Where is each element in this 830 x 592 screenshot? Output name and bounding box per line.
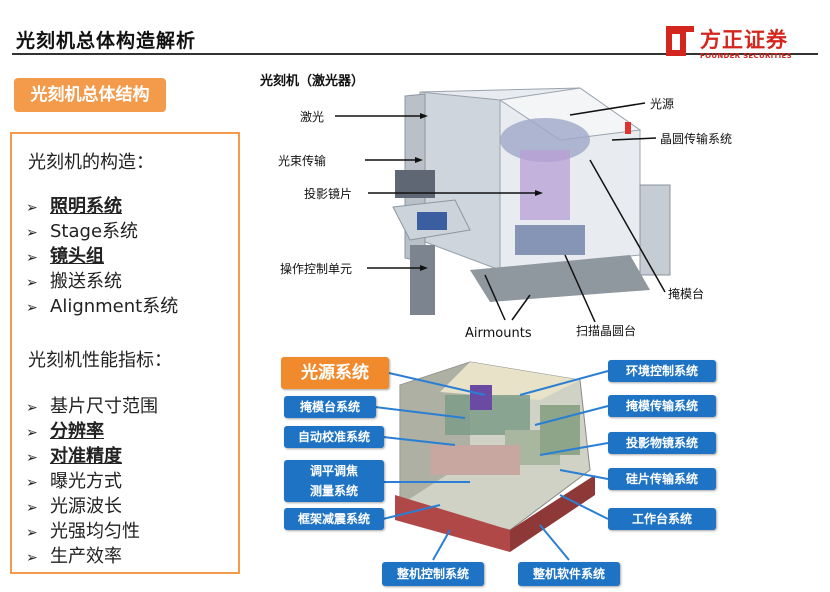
callout-wafer-transfer: 晶圆传输系统 <box>660 132 733 146</box>
label-machine-control-system: 整机控制系统 <box>382 562 484 586</box>
list-item: ➢光源波长 <box>26 494 158 519</box>
callout-projection-lens: 投影镜片 <box>304 187 353 201</box>
arrow-bullet-icon: ➢ <box>26 275 38 291</box>
label-wafer-transfer-system: 硅片传输系统 <box>608 468 716 490</box>
page-title: 光刻机总体构造解析 <box>16 30 197 52</box>
list-item: ➢对准精度 <box>26 444 158 469</box>
label-auto-alignment-system: 自动校准系统 <box>284 426 384 448</box>
label-reticle-stage-system: 掩模台系统 <box>284 396 376 418</box>
lithography-machine-illustration <box>392 87 671 315</box>
list-item: ➢光强均匀性 <box>26 519 158 544</box>
callout-reticle-stage: 掩模台 <box>668 287 705 301</box>
arrow-bullet-icon: ➢ <box>26 300 38 316</box>
arrow-bullet-icon: ➢ <box>26 550 38 566</box>
arrow-bullet-icon: ➢ <box>26 475 38 491</box>
structure-heading: 光刻机的构造： <box>28 152 154 173</box>
header-divider <box>12 53 818 55</box>
list-item: ➢生产效率 <box>26 544 158 569</box>
callout-laser: 激光 <box>300 110 325 124</box>
arrow-bullet-icon: ➢ <box>26 250 38 266</box>
label-leveling-focus-system: 调平调焦 测量系统 <box>284 460 384 502</box>
list-item: ➢分辨率 <box>26 419 158 444</box>
label-frame-damping-system: 框架减震系统 <box>284 508 384 530</box>
list-item: ➢搬送系统 <box>26 269 178 294</box>
list-item: ➢基片尺寸范围 <box>26 394 158 419</box>
list-item: ➢镜头组 <box>26 244 178 269</box>
label-reticle-transfer-system: 掩模传输系统 <box>608 395 716 417</box>
logo-english-text: FOUNDER SECURITIES <box>700 52 792 60</box>
list-item: ➢曝光方式 <box>26 469 158 494</box>
list-item: ➢Stage系统 <box>26 219 178 244</box>
arrow-bullet-icon: ➢ <box>26 200 38 216</box>
callout-wafer-stage: 扫描晶圆台 <box>576 324 637 338</box>
founder-logo-icon <box>666 26 694 56</box>
arrow-bullet-icon: ➢ <box>26 225 38 241</box>
logo-chinese-text: 方正证券 <box>700 28 788 52</box>
spec-box: 光刻机的构造： ➢照明系统 ➢Stage系统 ➢镜头组 ➢搬送系统 ➢Align… <box>10 132 240 574</box>
callout-airmounts: Airmounts <box>465 326 532 341</box>
metrics-list: ➢基片尺寸范围 ➢分辨率 ➢对准精度 ➢曝光方式 ➢光源波长 ➢光强均匀性 ➢生… <box>26 394 158 569</box>
structure-list: ➢照明系统 ➢Stage系统 ➢镜头组 ➢搬送系统 ➢Alignment系统 <box>26 194 178 319</box>
label-environment-control-system: 环境控制系统 <box>608 360 716 382</box>
arrow-bullet-icon: ➢ <box>26 525 38 541</box>
arrow-bullet-icon: ➢ <box>26 450 38 466</box>
callout-control-unit: 操作控制单元 <box>280 262 353 276</box>
callout-light-source: 光源 <box>650 97 675 111</box>
label-projection-objective-system: 投影物镜系统 <box>608 432 716 454</box>
arrow-bullet-icon: ➢ <box>26 500 38 516</box>
machine-diagram-title: 光刻机（激光器） <box>260 74 365 89</box>
lithography-system-illustration <box>395 361 595 552</box>
callout-beam-delivery: 光束传输 <box>278 154 327 168</box>
company-logo: 方正证券 FOUNDER SECURITIES <box>664 24 814 64</box>
list-item: ➢照明系统 <box>26 194 178 219</box>
label-work-stage-system: 工作台系统 <box>608 508 716 530</box>
label-machine-software-system: 整机软件系统 <box>518 562 620 586</box>
metrics-heading: 光刻机性能指标： <box>28 350 172 371</box>
arrow-bullet-icon: ➢ <box>26 425 38 441</box>
section-tag: 光刻机总体结构 <box>14 78 166 112</box>
list-item: ➢Alignment系统 <box>26 294 178 319</box>
arrow-bullet-icon: ➢ <box>26 400 38 416</box>
highlight-light-source-system: 光源系统 <box>281 357 389 389</box>
